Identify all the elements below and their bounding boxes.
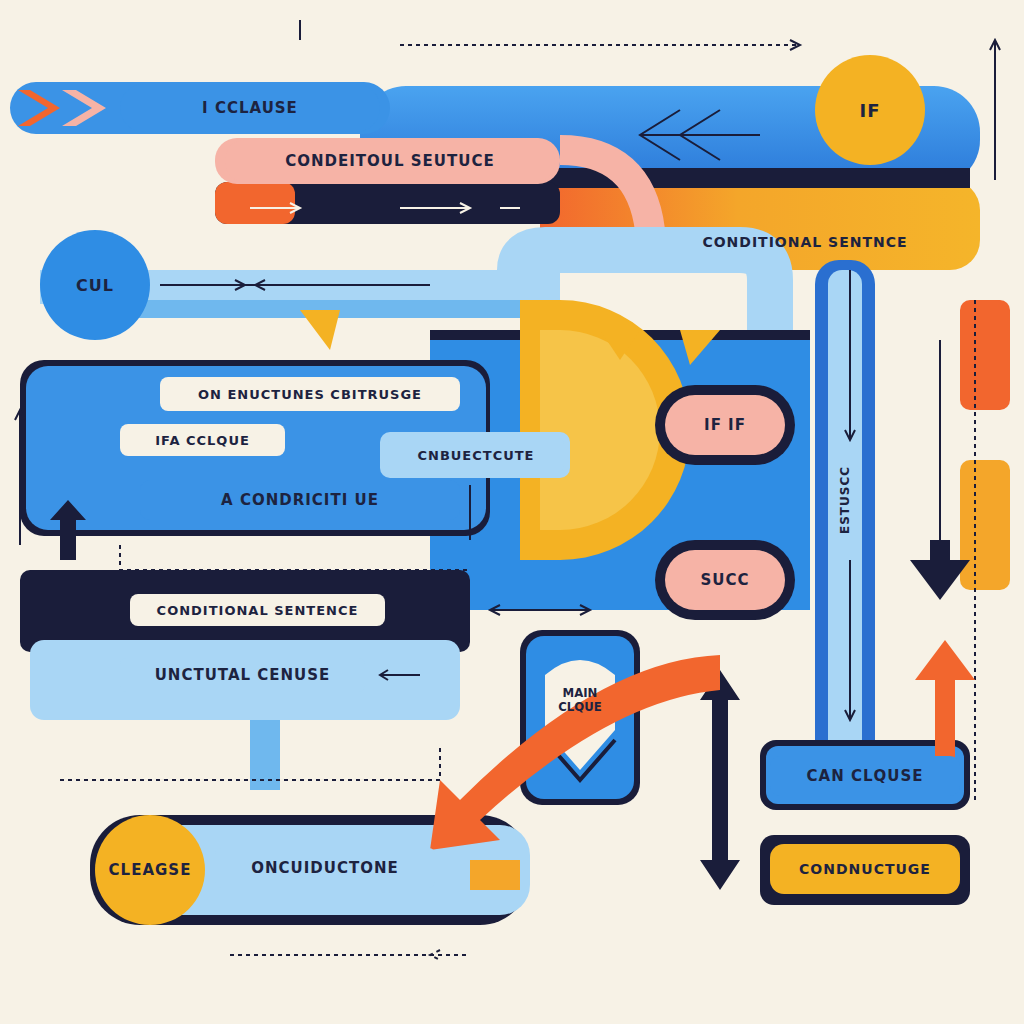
node-text: I CCLAUSE	[202, 99, 298, 117]
band-shape	[215, 138, 560, 184]
arrow-mark	[490, 605, 590, 615]
band-shape	[560, 150, 650, 230]
node-text: IF	[860, 100, 881, 121]
band-shape	[540, 330, 660, 530]
band-shape	[815, 260, 875, 780]
node-text: CNBUECTCUTE	[417, 448, 534, 463]
clause-band: UNCTUTAL CENUSE	[120, 658, 365, 692]
sentence-band: CONDEITOUL SEUTUCE	[225, 140, 555, 182]
sentence-band: CONDITIONAL SENTNCE	[640, 222, 970, 262]
arrow-mark	[400, 44, 800, 46]
node-text: CONDNUCTUGE	[799, 861, 931, 877]
band-shape	[960, 300, 1010, 410]
if-pill: IF IF	[665, 395, 785, 455]
node-text: ON ENUCTUNES CBITRUSGE	[198, 387, 422, 402]
big-arrow	[915, 640, 975, 760]
clause-band: A CONDRICITI UE	[140, 480, 460, 520]
band-shape	[30, 640, 460, 720]
arrow-mark	[230, 950, 470, 960]
arrow-mark	[299, 20, 301, 40]
arrow-mark	[380, 670, 420, 680]
big-arrow	[50, 500, 86, 560]
band-shape	[766, 746, 964, 804]
arrow-mark	[469, 485, 471, 540]
node-text: CONDITIONAL SENTNCE	[702, 234, 907, 250]
band-shape	[300, 310, 340, 350]
arrow-mark	[640, 110, 760, 160]
cul-circle: CUL	[40, 230, 150, 340]
band-shape	[655, 540, 795, 620]
if-circle: IF	[815, 55, 925, 165]
arrow-mark	[160, 280, 430, 290]
band-shape	[760, 835, 970, 905]
arrow-mark	[290, 203, 470, 213]
arrow-mark	[120, 545, 470, 570]
band-shape	[655, 385, 795, 465]
label-pill: CONDITIONAL SENTENCE	[130, 594, 385, 626]
band-shape	[215, 182, 295, 224]
node-text: IF IF	[704, 416, 746, 434]
arrow-mark	[250, 207, 520, 209]
node-text: CLEAGSE	[109, 861, 192, 879]
node-text: CAN CLQUSE	[807, 767, 924, 785]
band-shape	[20, 570, 470, 652]
label-pill: IFA CCLQUE	[120, 424, 285, 456]
arrow-mark	[845, 270, 855, 440]
node-text: CONDITIONAL SENTENCE	[157, 603, 359, 618]
clause-band: CAN CLQUSE	[770, 756, 960, 796]
band-shape	[18, 90, 60, 126]
band-shape	[828, 270, 862, 770]
arrow-mark	[845, 560, 855, 720]
band-shape	[470, 860, 520, 890]
band-shape	[960, 460, 1010, 590]
succ-pill: SUCC	[665, 550, 785, 610]
vertical-label: ESTUSCC	[837, 464, 853, 536]
node-text: ONCUIDUCTONE	[251, 859, 399, 877]
node-text: CONDEITOUL SEUTUCE	[285, 152, 494, 170]
band-shape	[680, 330, 720, 365]
band-shape	[215, 182, 560, 224]
big-arrow	[430, 655, 720, 850]
node-text: A CONDRICITI UE	[221, 491, 379, 509]
arrow-mark	[990, 40, 1000, 180]
clause-band: I CCLAUSE	[120, 84, 380, 132]
label-pill: ON ENUCTUNES CBITRUSGE	[160, 377, 460, 411]
arrow-marks	[15, 20, 1000, 960]
node-text: IFA CCLQUE	[155, 433, 250, 448]
clause-circle: CLEAGSE	[95, 815, 205, 925]
arrow-mark	[60, 745, 440, 780]
big-arrow	[910, 540, 970, 600]
node-text: CUL	[76, 276, 114, 295]
node-text: MAIN CLQUE	[549, 686, 611, 714]
band-shape	[600, 330, 640, 360]
band-shape	[10, 82, 390, 134]
band-shape	[62, 90, 106, 126]
arrow-mark	[974, 300, 976, 800]
main-clause-tile: MAIN CLQUE	[541, 675, 619, 725]
band-shapes	[10, 82, 1010, 925]
clause-band: ONCUIDUCTONE	[215, 848, 435, 888]
band-shape	[380, 432, 570, 478]
big-arrow	[700, 670, 740, 890]
arrow-mark	[15, 410, 25, 545]
clause-band: CNBUECTCUTE	[388, 438, 564, 472]
clause-pill: CONDNUCTUGE	[770, 844, 960, 894]
arrow-mark	[790, 40, 800, 50]
node-text: UNCTUTAL CENUSE	[155, 666, 331, 684]
node-text: SUCC	[701, 571, 750, 589]
